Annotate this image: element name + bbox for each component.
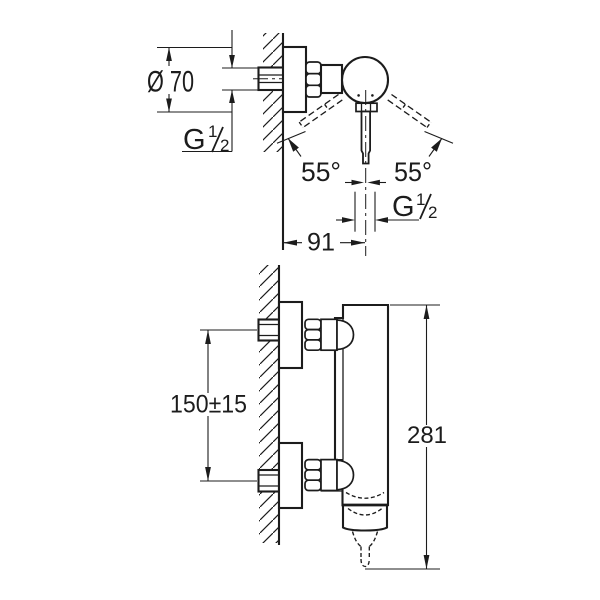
upper-escutcheon-flange	[277, 300, 304, 370]
upper-hex-nut	[304, 318, 322, 352]
outlet-thread-fraction-slash	[419, 193, 432, 220]
upper-union	[320, 318, 338, 352]
dimension-flange-diameter: Ø 70	[147, 46, 232, 113]
label-inlet-thread-g: G	[183, 124, 206, 156]
label-outlet-thread-numerator: 1	[416, 190, 425, 209]
upper-ball-joint	[336, 319, 355, 351]
label-inlet-thread-denominator: 2	[220, 136, 229, 155]
dimension-outlet-thread: G 1 2	[336, 190, 437, 232]
label-outlet-thread-denominator: 2	[428, 203, 437, 222]
lever-swing-right-dashed	[387, 93, 432, 129]
mixer-ball-housing	[340, 55, 390, 105]
lower-inlet-connection	[257, 441, 355, 510]
lower-escutcheon-flange	[277, 441, 304, 510]
wall-hatching-side-view	[259, 265, 279, 543]
hex-nut-top-view	[305, 61, 322, 98]
lower-hex-nut	[304, 458, 322, 492]
dimension-inlet-thread: G 1 2	[182, 30, 258, 156]
lever-swing-left-dashed	[298, 93, 343, 129]
label-outlet-thread-g: G	[392, 191, 415, 223]
escutcheon-flange-top-view	[281, 45, 308, 114]
lower-union	[320, 458, 338, 492]
upper-inlet-connection	[257, 300, 355, 370]
wall-hatching-top-view	[263, 33, 283, 152]
label-flange-diameter: Ø 70	[147, 66, 194, 99]
label-overall-height: 281	[407, 422, 447, 449]
label-inlet-spacing: 150±15	[170, 391, 247, 419]
housing-dot-left	[357, 94, 360, 97]
dimension-inlet-spacing: 150±15	[170, 329, 257, 482]
union-body-top-view	[319, 63, 344, 95]
label-wall-to-outlet: 91	[307, 229, 335, 257]
shower-hose-outlet	[341, 491, 389, 568]
label-inlet-thread-numerator: 1	[208, 122, 217, 141]
dimension-lever-swing: 55° 55°	[276, 130, 454, 187]
dimension-wall-to-outlet: 91	[283, 229, 365, 257]
side-view: 150±15 281	[170, 265, 447, 570]
inlet-thread-fraction-slash	[211, 126, 224, 153]
label-swing-right: 55°	[394, 157, 432, 187]
top-view: 55° 55° Ø 70 G 1 2	[147, 30, 454, 257]
label-swing-left: 55°	[301, 157, 341, 187]
dimension-overall-height: 281	[365, 304, 447, 570]
lower-ball-joint	[336, 459, 355, 491]
lever-handle	[355, 102, 378, 165]
housing-dot-right	[371, 94, 374, 97]
